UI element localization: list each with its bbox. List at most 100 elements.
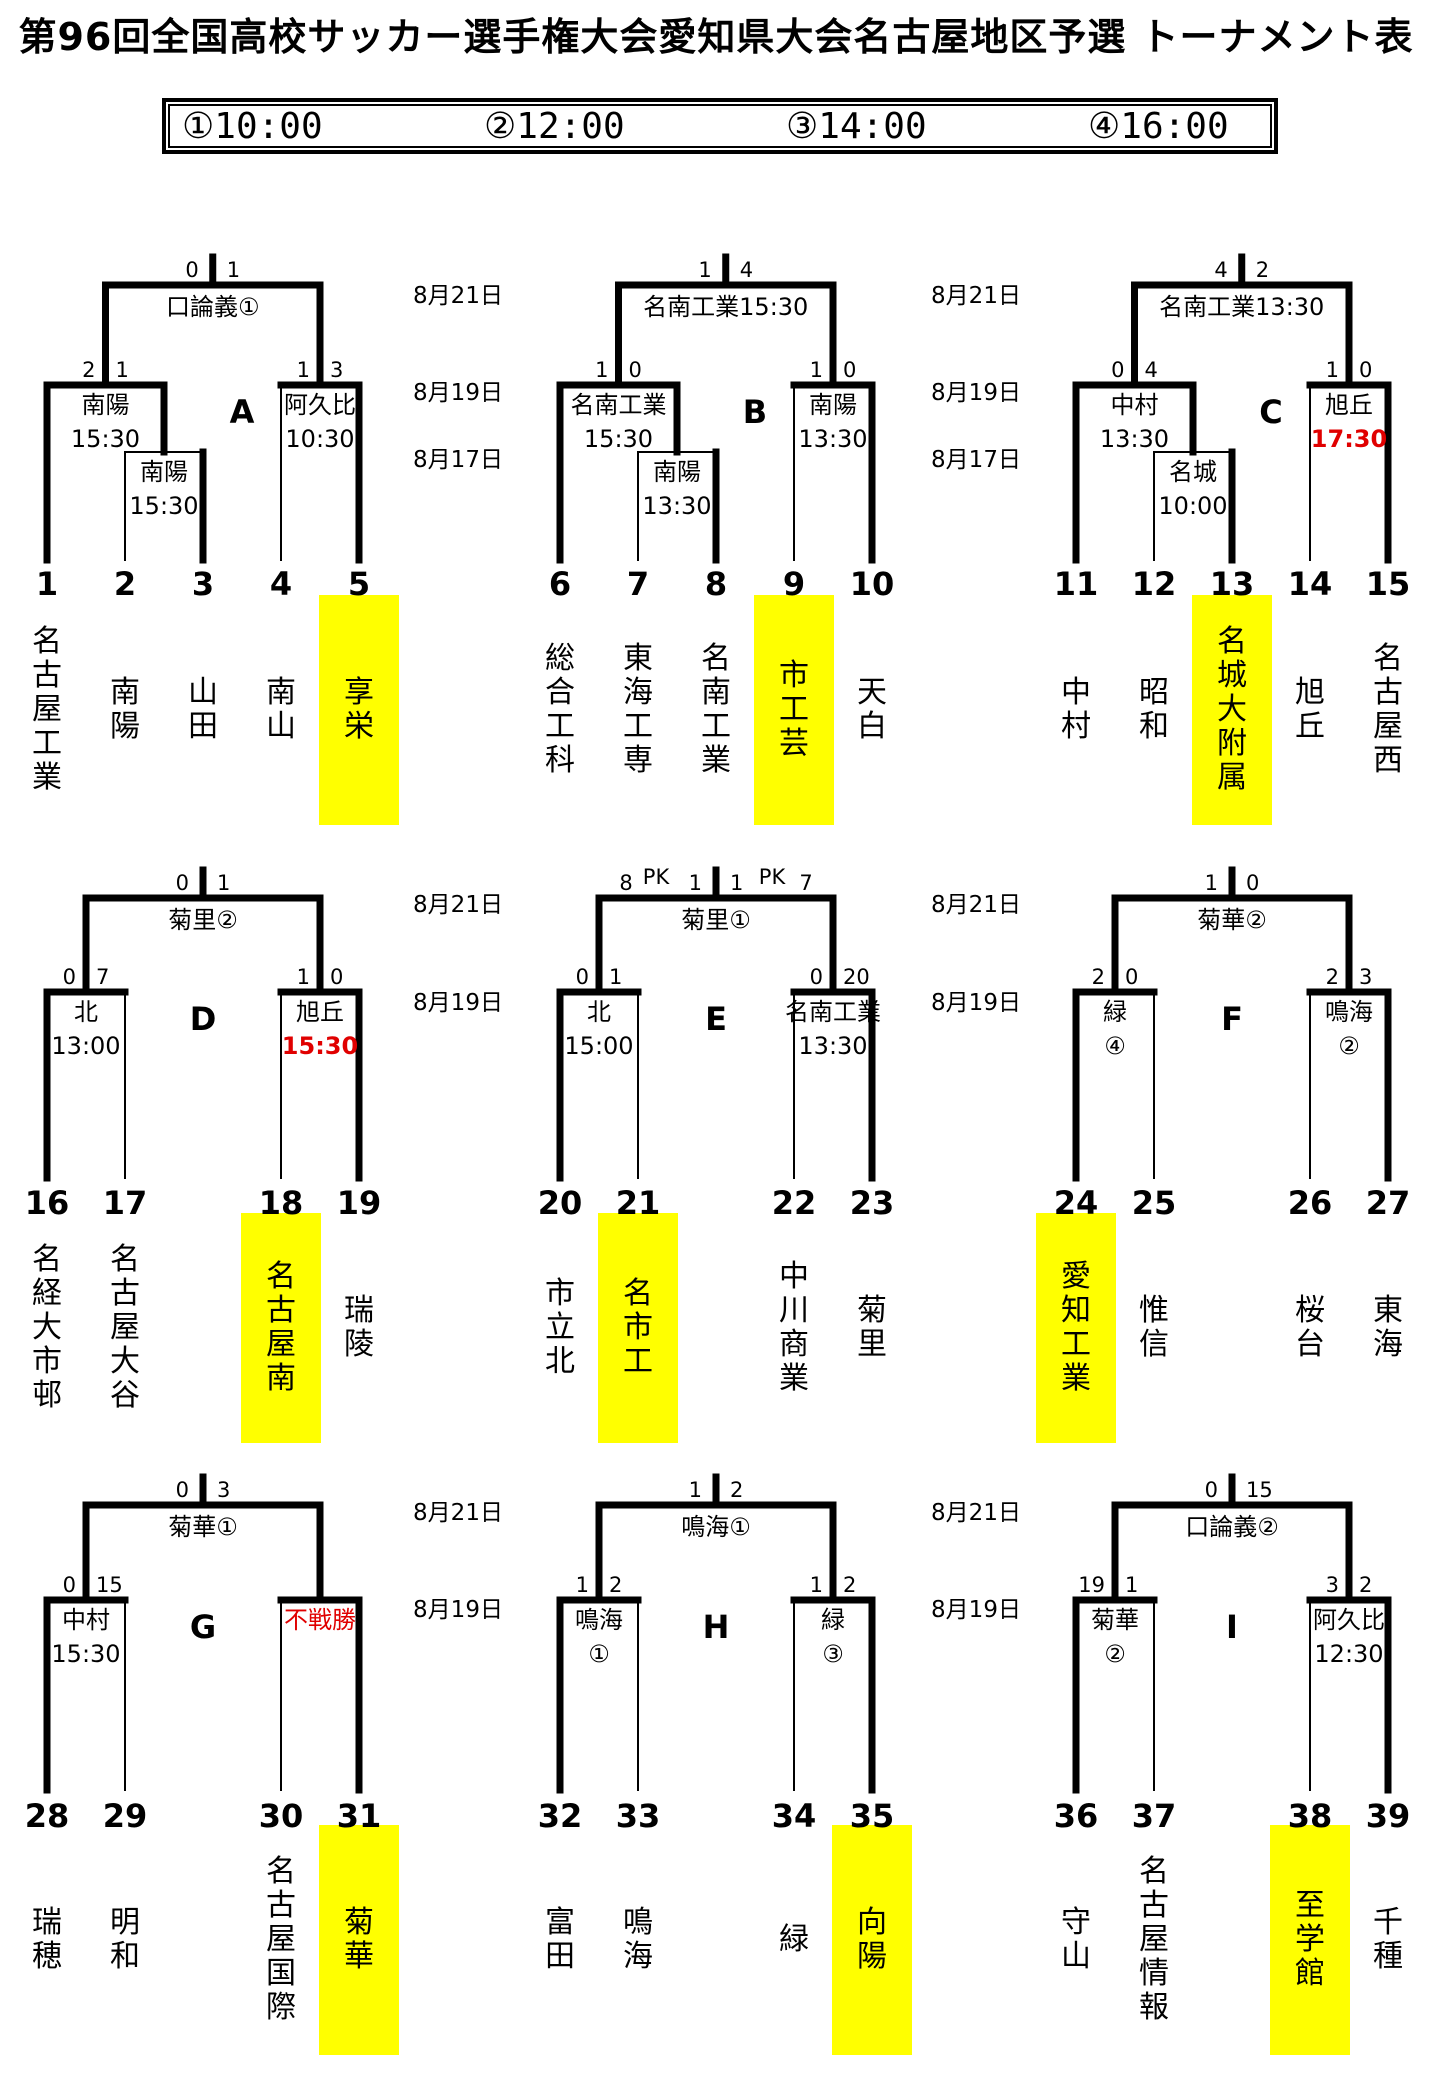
final-score-1: 0 — [1205, 1478, 1218, 1502]
team-number: 27 — [1366, 1184, 1411, 1222]
final-score-1: 0 — [176, 871, 189, 895]
round-date: 8月21日 — [931, 892, 1021, 918]
semi2-time: 13:30 — [798, 1032, 867, 1060]
block-letter: I — [1226, 1608, 1238, 1646]
semi2-time: 13:30 — [798, 425, 867, 453]
winner-highlight — [754, 595, 834, 825]
semi2-score-2: 20 — [843, 965, 870, 989]
final-score-2: 2 — [1256, 258, 1269, 282]
team-name: 名古屋情報 — [1139, 1854, 1169, 2025]
semi1-venue: 北 — [587, 998, 611, 1026]
time-slot-1: ①10:00 — [182, 106, 323, 147]
team-name: 南陽 — [110, 675, 140, 744]
team-number: 2 — [114, 565, 136, 603]
semi2-venue: 不戦勝 — [284, 1606, 356, 1634]
final-venue: 菊華② — [1197, 906, 1267, 934]
team-number: 22 — [772, 1184, 817, 1222]
final-score-1: 1 — [689, 1478, 702, 1502]
final-score-2: 1 — [217, 871, 230, 895]
semi1-time: 13:30 — [1100, 425, 1169, 453]
team-name: 中川商業 — [779, 1259, 809, 1396]
semi2-venue: 旭丘 — [296, 998, 344, 1026]
semi1-score-2: 0 — [629, 358, 642, 382]
semi1-score-2: 1 — [1125, 1573, 1138, 1597]
round-date: 8月19日 — [931, 990, 1021, 1016]
semi1-time: ② — [1104, 1640, 1126, 1668]
semi2-time: 10:30 — [285, 425, 354, 453]
round-date: 8月19日 — [931, 380, 1021, 406]
team-number: 4 — [270, 565, 292, 603]
team-name: 菊里 — [857, 1293, 887, 1362]
team-name: 名古屋大谷 — [110, 1242, 140, 1413]
final-score-2: 1 — [730, 871, 743, 895]
semi1-score-1: 2 — [1092, 965, 1105, 989]
pk-label-1: PK — [643, 865, 671, 889]
semi2-score-1: 1 — [810, 358, 823, 382]
semi2-score-1: 1 — [1326, 358, 1339, 382]
team-number: 37 — [1132, 1797, 1177, 1835]
semi2-venue: 阿久比 — [1313, 1606, 1385, 1634]
team-number: 15 — [1366, 565, 1411, 603]
winner-highlight — [832, 1825, 912, 2055]
final-score-1: 1 — [698, 258, 711, 282]
semi2-score-1: 1 — [297, 965, 310, 989]
semi1-venue: 北 — [74, 998, 98, 1026]
final-venue: 口論義② — [1185, 1513, 1279, 1541]
team-number: 7 — [627, 565, 649, 603]
team-name: 東海 — [1373, 1293, 1403, 1362]
block-letter: E — [705, 1000, 727, 1038]
team-number: 23 — [850, 1184, 895, 1222]
team-name: 天白 — [857, 675, 887, 744]
team-name: 名古屋国際 — [266, 1854, 296, 2025]
block-letter: B — [743, 393, 767, 431]
semi2-score-1: 1 — [297, 358, 310, 382]
team-number: 16 — [25, 1184, 70, 1222]
semi1-score-1: 2 — [82, 358, 95, 382]
block-letter: H — [703, 1608, 730, 1646]
team-number: 24 — [1054, 1184, 1099, 1222]
final-score-2: 4 — [740, 258, 753, 282]
semi1-venue: 中村 — [1111, 391, 1159, 419]
team-number: 1 — [36, 565, 58, 603]
semi1-time: 15:30 — [71, 425, 140, 453]
winner-highlight — [319, 1825, 399, 2055]
team-name: 千種 — [1373, 1905, 1403, 1974]
final-score-1: 4 — [1214, 258, 1227, 282]
team-name: 市工芸 — [779, 658, 809, 761]
semi2-score-2: 3 — [1359, 965, 1372, 989]
team-number: 29 — [103, 1797, 148, 1835]
semi2-venue: 緑 — [821, 1606, 845, 1634]
round-date: 8月19日 — [413, 1597, 503, 1623]
team-name: 瑞陵 — [344, 1293, 374, 1362]
winner-highlight — [598, 1213, 678, 1443]
team-name: 向陽 — [857, 1905, 887, 1974]
semi2-score-2: 2 — [843, 1573, 856, 1597]
round-date: 8月21日 — [931, 1500, 1021, 1526]
semi1-venue: 南陽 — [82, 391, 130, 419]
team-number: 6 — [549, 565, 571, 603]
winner-highlight — [1036, 1213, 1116, 1443]
final-score-2: 0 — [1246, 871, 1259, 895]
prelim-venue: 南陽 — [653, 458, 701, 486]
time-slot-3: ③14:00 — [786, 106, 927, 147]
block-letter: D — [190, 1000, 217, 1038]
semi2-venue: 名南工業 — [785, 998, 881, 1026]
semi2-venue: 鳴海 — [1325, 998, 1373, 1026]
winner-highlight — [241, 1213, 321, 1443]
pk-label-2: PK — [759, 865, 787, 889]
final-score-2: 2 — [730, 1478, 743, 1502]
final-score-1: 1 — [689, 871, 702, 895]
semi2-score-1: 0 — [810, 965, 823, 989]
team-name: 名古屋南 — [266, 1259, 296, 1396]
final-score-2: 3 — [217, 1478, 230, 1502]
team-name: 旭丘 — [1295, 675, 1325, 744]
team-name: 緑 — [779, 1922, 809, 1957]
team-name: 瑞穂 — [32, 1905, 62, 1974]
